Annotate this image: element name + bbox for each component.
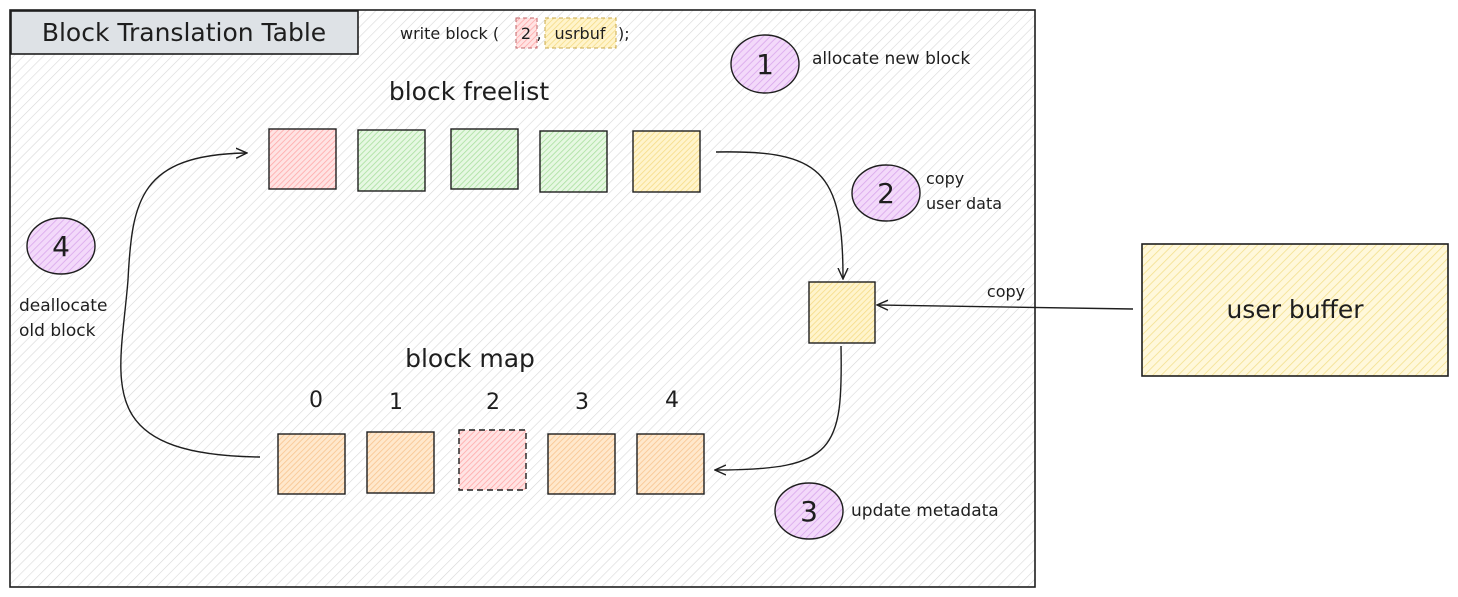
block-map-block-3 [547, 433, 616, 495]
code-separator: , [536, 24, 541, 43]
step-4: 4 deallocate old block [19, 217, 107, 341]
block-map-block-4 [636, 433, 705, 495]
step-4-text-line-1: deallocate [19, 296, 107, 316]
step-3-text: update metadata [851, 501, 999, 521]
block-map-label: block map [405, 344, 535, 373]
block-map-index-4: 4 [665, 388, 679, 413]
code-arg1-highlight [515, 17, 538, 49]
copy-arrow-label: copy [987, 282, 1025, 301]
step-1: 1 allocate new block [730, 34, 970, 94]
freelist-block-1 [357, 129, 426, 192]
code-suffix: ); [618, 24, 630, 43]
step-3-number: 3 [800, 495, 818, 528]
step-1-text: allocate new block [812, 49, 970, 69]
arrow-update-metadata [716, 345, 842, 470]
block-map-index-2: 2 [486, 390, 500, 415]
new-block [808, 281, 876, 344]
user-buffer: user buffer [1141, 243, 1449, 377]
code-arg2: usrbuf [555, 24, 606, 43]
freelist-block-3 [539, 130, 608, 193]
freelist-block-4 [632, 130, 701, 193]
step-3: 3 update metadata [774, 482, 999, 540]
step-2-text-line-2: user data [926, 194, 1002, 213]
step-1-badge [730, 34, 800, 94]
arrow-copy [878, 305, 1134, 309]
block-map-index-0: 0 [309, 388, 323, 413]
step-2-text-line-1: copy [926, 169, 964, 188]
page-title: Block Translation Table [42, 18, 326, 47]
title-box: Block Translation Table [10, 10, 359, 55]
step-2-number: 2 [877, 177, 895, 210]
arrow-allocate [715, 151, 843, 278]
block-map-index-1: 1 [389, 390, 403, 415]
code-arg2-highlight [544, 17, 617, 49]
step-4-badge [26, 217, 96, 275]
code-arg1: 2 [521, 24, 531, 43]
step-4-text-line-2: old block [19, 321, 96, 341]
step-2-badge [851, 164, 921, 222]
step-4-number: 4 [52, 230, 70, 263]
block-map-block-0 [277, 433, 346, 495]
code-line: write block ( 2 , usrbuf ); [400, 17, 630, 49]
step-3-badge [774, 482, 844, 540]
step-1-number: 1 [756, 48, 774, 81]
block-map-block-2 [458, 429, 527, 491]
arrow-deallocate [120, 153, 261, 458]
freelist-block-2 [450, 128, 519, 190]
block-map-index-3: 3 [575, 390, 589, 415]
step-2: 2 copy user data [851, 164, 1002, 222]
block-map-block-1 [366, 431, 435, 494]
user-buffer-label: user buffer [1226, 295, 1364, 324]
code-prefix: write block ( [400, 24, 499, 43]
freelist-label: block freelist [389, 77, 549, 106]
freelist-block-0 [268, 128, 337, 190]
